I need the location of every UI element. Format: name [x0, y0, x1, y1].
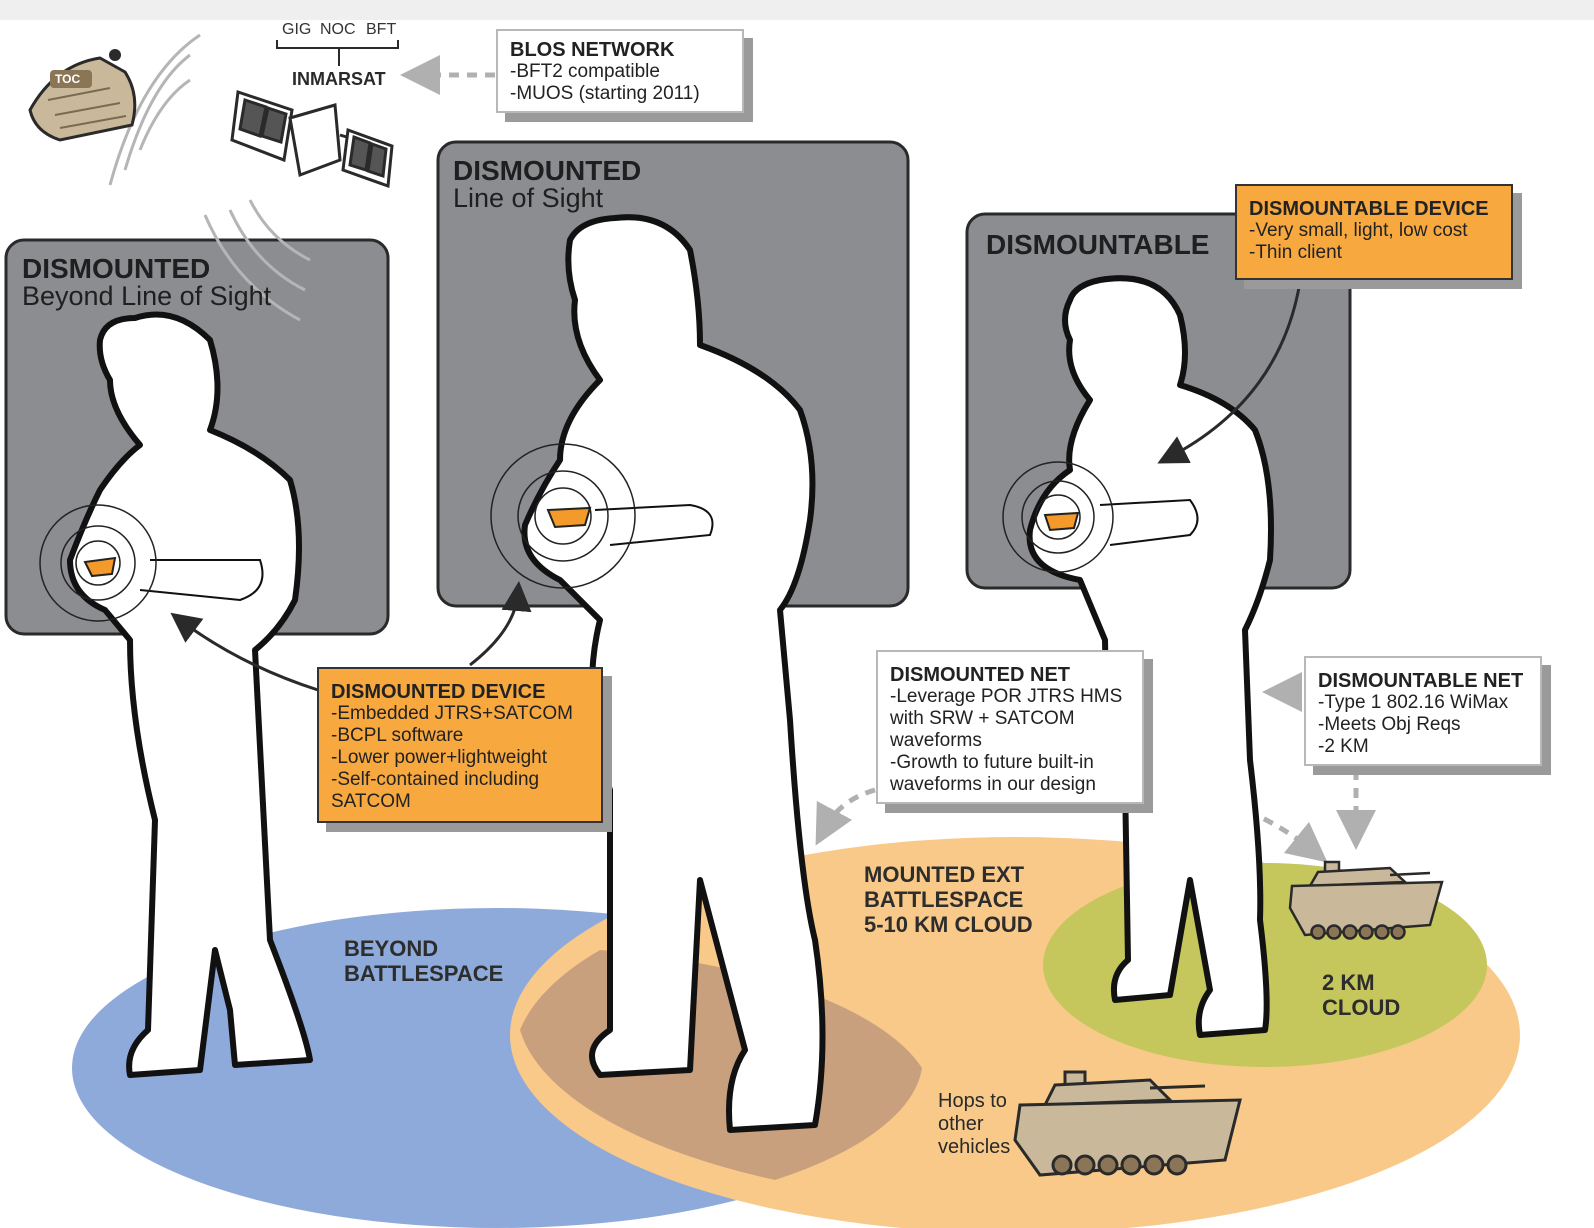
dismounted-net-line: with SRW + SATCOM — [890, 708, 1075, 729]
two-km-cloud-line: 2 KM — [1322, 970, 1375, 995]
blos-network-box: BLOS NETWORK -BFT2 compatible -MUOS (sta… — [496, 29, 744, 113]
toc-label-bg — [50, 70, 92, 88]
tank-icon-large — [1013, 1070, 1242, 1177]
two-km-cloud-label: 2 KM CLOUD — [1322, 970, 1400, 1020]
blos-network-line: -BFT2 compatible — [510, 61, 660, 82]
dismounted-net-line: waveforms — [890, 730, 982, 751]
bft-label: BFT — [366, 21, 397, 38]
mounted-battlespace-line: BATTLESPACE — [864, 887, 1024, 912]
beyond-battlespace-line: BEYOND — [344, 936, 439, 961]
beyond-battlespace-label: BEYOND BATTLESPACE — [344, 936, 503, 986]
dismountable-net-title: DISMOUNTABLE NET — [1318, 670, 1524, 692]
dismountable-device-line: -Thin client — [1249, 242, 1342, 263]
dismounted-device-line: -Lower power+lightweight — [331, 747, 547, 768]
dismountable-net-box: DISMOUNTABLE NET -Type 1 802.16 WiMax -M… — [1304, 656, 1542, 766]
hops-line: Hops to — [938, 1090, 1007, 1112]
dismounted-net-box: DISMOUNTED NET -Leverage POR JTRS HMS wi… — [876, 650, 1144, 804]
mounted-battlespace-label: MOUNTED EXT BATTLESPACE 5-10 KM CLOUD — [864, 862, 1033, 937]
device-icon-right — [1043, 511, 1080, 532]
soldier-details — [139, 498, 1199, 602]
dismounted-device-title: DISMOUNTED DEVICE — [331, 681, 546, 703]
handheld-devices — [83, 506, 1080, 578]
dismounted-net-line: waveforms in our design — [890, 774, 1096, 795]
hops-line: vehicles — [938, 1136, 1011, 1158]
blos-network-line: -MUOS (starting 2011) — [510, 83, 700, 104]
blos-network-title: BLOS NETWORK — [510, 39, 675, 61]
inmarsat-label: INMARSAT — [292, 69, 386, 89]
callout-arrows — [170, 281, 1302, 692]
top-strip — [0, 0, 1594, 20]
panel-blos-title: DISMOUNTED — [22, 253, 211, 284]
dismounted-net-line: -Leverage POR JTRS HMS — [890, 686, 1123, 707]
mounted-battlespace-line: 5-10 KM CLOUD — [864, 912, 1033, 937]
toc-label: TOC — [55, 72, 81, 86]
dismounted-device-box: DISMOUNTED DEVICE -Embedded JTRS+SATCOM … — [317, 667, 603, 823]
satellite-icon — [230, 89, 394, 189]
dismountable-net-line: -Meets Obj Reqs — [1318, 714, 1461, 735]
dismountable-net-line: -2 KM — [1318, 736, 1369, 757]
two-km-cloud-line: CLOUD — [1322, 995, 1401, 1020]
panel-los-title: DISMOUNTED — [453, 155, 642, 186]
gig-bracket — [276, 40, 399, 66]
dismounted-device-line: -Self-contained including — [331, 769, 540, 790]
panel-dismountable-title: DISMOUNTABLE — [986, 229, 1210, 260]
device-icon-center — [546, 506, 592, 529]
panel-blos-subtitle: Beyond Line of Sight — [22, 281, 272, 311]
toc-tent-icon — [28, 49, 137, 142]
dismounted-net-title: DISMOUNTED NET — [890, 664, 1070, 686]
hops-line: other — [938, 1113, 984, 1135]
dismounted-device-line: SATCOM — [331, 791, 411, 812]
hops-label: Hops to other vehicles — [938, 1090, 1010, 1159]
dismountable-device-box: DISMOUNTABLE DEVICE -Very small, light, … — [1235, 184, 1513, 280]
satellite-signal-arcs — [108, 33, 311, 322]
dismountable-device-line: -Very small, light, low cost — [1249, 220, 1468, 241]
soldier-center — [521, 214, 826, 1133]
gig-label: GIG — [282, 21, 312, 38]
soldier-left — [67, 311, 313, 1078]
beyond-battlespace-line: BATTLESPACE — [344, 961, 504, 986]
dismountable-net-line: -Type 1 802.16 WiMax — [1318, 692, 1509, 713]
dismounted-device-line: -BCPL software — [331, 725, 464, 746]
noc-label: NOC — [320, 21, 356, 38]
panel-los-subtitle: Line of Sight — [453, 183, 604, 213]
soldier-right — [1026, 275, 1274, 1038]
dismounted-net-line: -Growth to future built-in — [890, 752, 1094, 773]
soldiers — [67, 214, 1274, 1133]
mounted-battlespace-line: MOUNTED EXT — [864, 862, 1025, 887]
dismounted-device-line: -Embedded JTRS+SATCOM — [331, 703, 573, 724]
device-signal-rings — [39, 443, 1114, 622]
tank-icon-small — [1288, 860, 1444, 940]
dismountable-device-title: DISMOUNTABLE DEVICE — [1249, 198, 1489, 220]
device-icon-left — [83, 556, 117, 578]
